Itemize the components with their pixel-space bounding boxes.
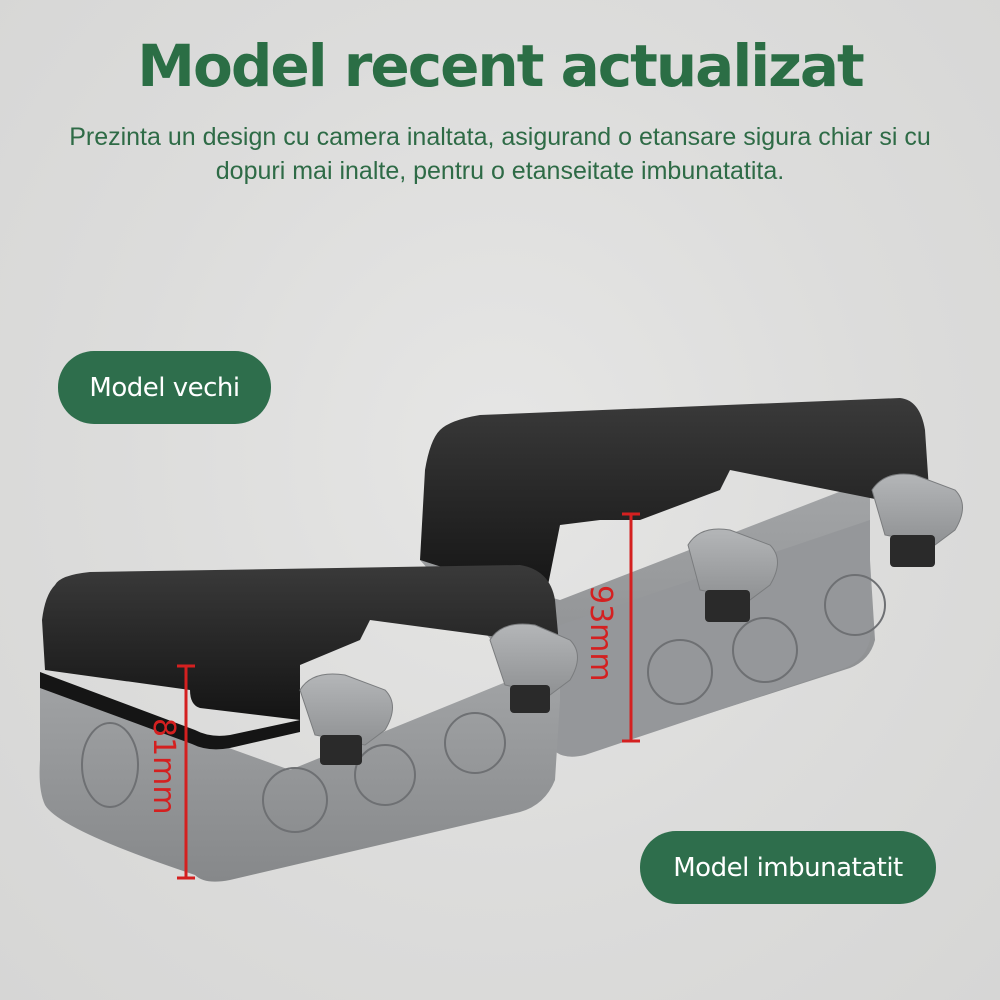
old-model-badge: Model vechi: [58, 351, 271, 424]
new-model-badge: Model imbunatatit: [640, 831, 936, 904]
dimension-line-93mm: [622, 512, 640, 743]
dimension-line-81mm: [177, 664, 195, 880]
page-subtitle: Prezinta un design cu camera inaltata, a…: [69, 123, 931, 185]
height-label-new: 93mm: [583, 585, 618, 682]
height-label-old: 81mm: [146, 718, 181, 815]
old-socket-box: [39, 565, 578, 882]
page-title: Model recent actualizat: [137, 32, 864, 100]
